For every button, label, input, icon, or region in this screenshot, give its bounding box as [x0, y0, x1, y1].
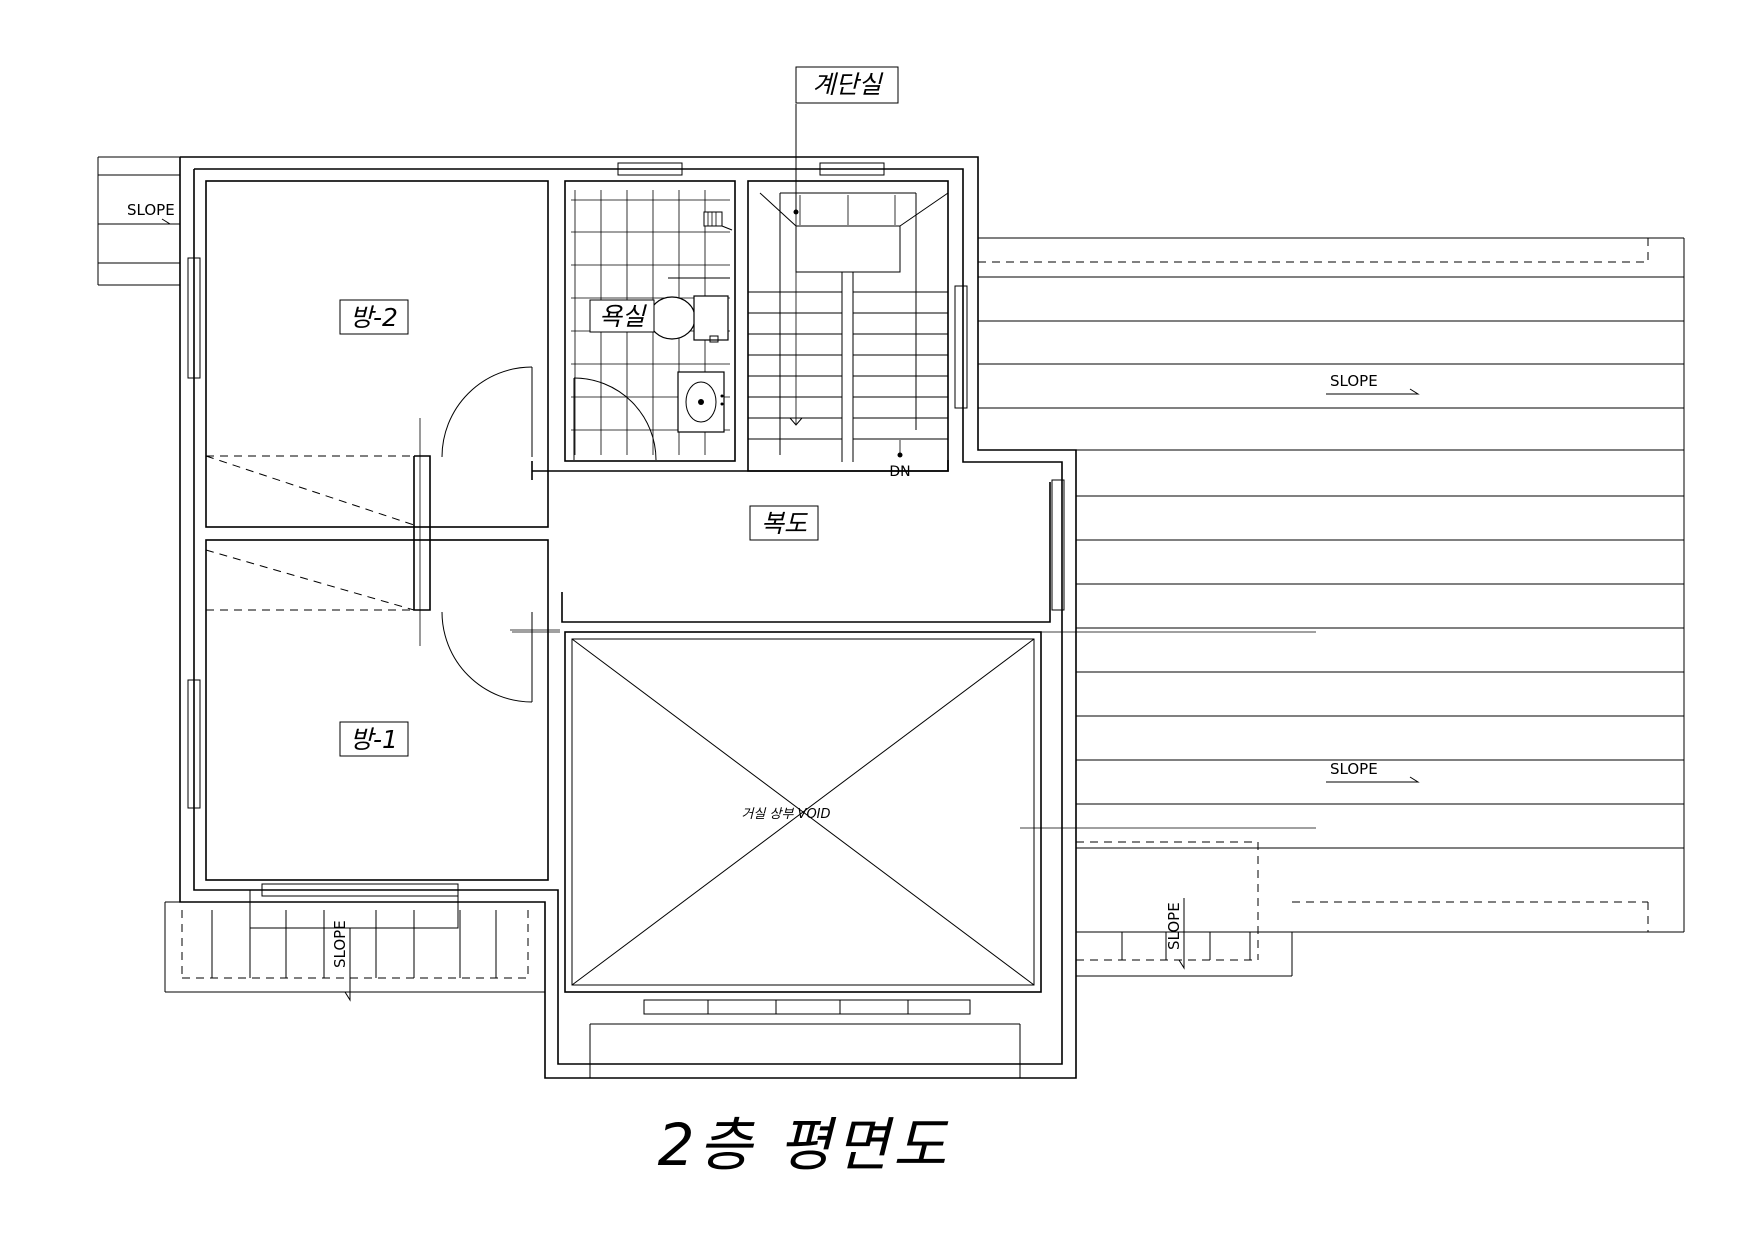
label-bath: 욕실 [599, 302, 647, 331]
bathroom-tiles [571, 190, 733, 455]
exterior-walls [179, 156, 1077, 1079]
slope-label-bottom-left: SLOPE [331, 920, 349, 968]
right-roof-lower [1020, 450, 1684, 977]
stair-callout: 계단실 [795, 66, 899, 104]
label-room1: 방-1 [350, 725, 398, 754]
drawing-title: 2층 평면도 [658, 1111, 951, 1179]
right-roof-upper [977, 237, 1685, 932]
label-room2: 방-2 [350, 303, 398, 332]
label-corridor: 복도 [761, 509, 808, 538]
stair-dn-label: DN [889, 464, 910, 480]
stair-callout-label: 계단실 [812, 70, 883, 99]
living-void [512, 631, 1042, 993]
toilet-icon [648, 296, 696, 340]
label-void: 거실 상부 VOID [741, 807, 830, 822]
left-roof [97, 156, 180, 286]
doors [419, 366, 657, 703]
room-dash-lines [205, 455, 415, 611]
label-bath-group: 욕실 [589, 299, 655, 333]
interior-walls [205, 180, 1051, 881]
toilet-tank-icon [693, 295, 729, 341]
label-room1-group: 방-1 [339, 721, 409, 757]
bottom-left-roof [164, 889, 545, 993]
floor-drain-icon [703, 211, 723, 227]
slope-arrows [104, 218, 1420, 1002]
void-bottom-projection [589, 1023, 1021, 1078]
slope-label-left: SLOPE [127, 201, 175, 219]
slope-label-right-upper: SLOPE [1330, 372, 1378, 390]
label-room2-group: 방-2 [339, 299, 409, 335]
slope-label-bottom-right: SLOPE [1165, 902, 1183, 950]
label-corridor-group: 복도 [749, 505, 819, 541]
slope-label-right-lower: SLOPE [1330, 760, 1378, 778]
stairs [748, 104, 949, 462]
